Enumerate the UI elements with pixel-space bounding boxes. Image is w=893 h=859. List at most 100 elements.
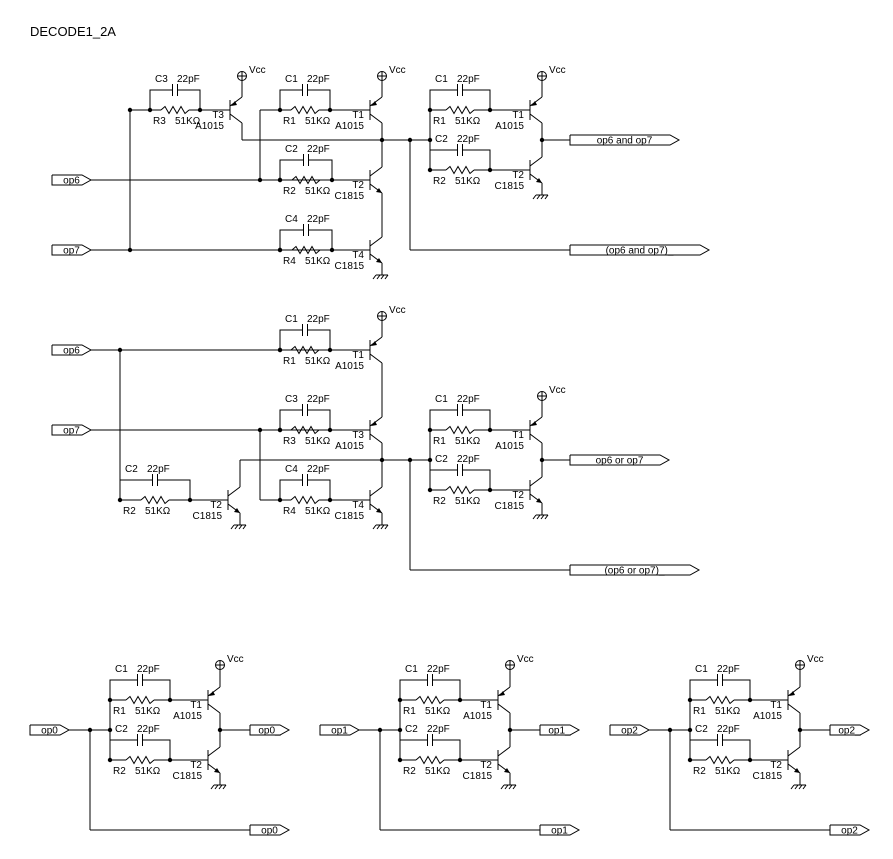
port-label: op0 <box>261 826 278 837</box>
transistor-label: T1 <box>190 700 202 711</box>
capacitor-value: 22pF <box>427 724 450 735</box>
output-port-and-n: (op6 and op7)_ <box>569 244 711 257</box>
capacitor <box>435 404 485 416</box>
emitter-arrow <box>531 421 537 426</box>
transistor-label: T1 <box>352 350 364 361</box>
capacitor-label: C2 <box>695 724 708 735</box>
resistor <box>110 755 170 765</box>
transistor-emitter <box>497 686 511 697</box>
transistor-label: T4 <box>352 250 364 261</box>
port-label: op6 <box>63 176 80 187</box>
emitter-arrow <box>376 188 382 193</box>
ground-or-inv-t2 <box>532 503 549 520</box>
transistor-part: C1815 <box>335 191 365 202</box>
wire <box>279 479 285 500</box>
capacitor-label: C4 <box>285 464 298 475</box>
resistor-zigzag <box>705 695 735 705</box>
port-outline <box>51 244 93 256</box>
resistor <box>400 695 460 705</box>
ground-hatch <box>214 784 219 790</box>
transistor-label: T2 <box>190 760 202 771</box>
vcc-label: Vcc <box>549 65 566 76</box>
transistor-label: T3 <box>212 110 224 121</box>
vcc-op2: Vcc <box>795 654 824 670</box>
capacitor <box>285 154 327 166</box>
input-port-op0: op0 <box>29 724 71 737</box>
junction-dot <box>427 487 433 493</box>
resistor-label: R2 <box>123 506 136 517</box>
vcc-label: Vcc <box>549 385 566 396</box>
ground-hatch <box>544 514 549 520</box>
transistor-label: T3 <box>352 430 364 441</box>
wire <box>485 469 491 490</box>
transistor-label: T1 <box>512 430 524 441</box>
vcc-op1: Vcc <box>505 654 534 670</box>
transistor-label: T2 <box>512 490 524 501</box>
resistor-label: R2 <box>433 496 446 507</box>
resistor-label: R1 <box>113 706 126 717</box>
port-outline <box>569 564 701 576</box>
transistor-collector <box>529 113 543 124</box>
resistor <box>280 245 332 255</box>
resistor-zigzag <box>445 105 475 115</box>
capacitor <box>285 404 325 416</box>
ground-hatch <box>230 524 235 530</box>
wire <box>429 409 435 430</box>
junction-dot <box>427 107 433 113</box>
resistor-zigzag <box>445 165 475 175</box>
capacitor <box>115 674 165 686</box>
transistor-label: T2 <box>770 760 782 771</box>
wire <box>165 739 171 760</box>
resistor <box>430 485 490 495</box>
wire <box>165 679 171 700</box>
resistor-zigzag <box>290 105 320 115</box>
wire <box>109 679 115 700</box>
port-outline <box>249 824 291 836</box>
vcc-inv-t1: Vcc <box>537 65 566 81</box>
port-label: op6 or op7 <box>596 456 644 467</box>
emitter-arrow <box>371 101 377 106</box>
input-port-op1: op1 <box>319 724 361 737</box>
resistor-value: 51KΩ <box>175 116 201 127</box>
emitter-arrow <box>209 691 215 696</box>
ground-hatch <box>384 524 389 530</box>
junction-dot <box>687 697 693 703</box>
ground-hatch <box>380 524 385 530</box>
ground-hatch <box>540 514 545 520</box>
wire <box>109 739 115 760</box>
wire <box>195 89 201 110</box>
port-outline <box>829 724 871 736</box>
wire <box>119 479 125 500</box>
port-label: op0_ <box>258 726 281 737</box>
capacitor <box>405 674 455 686</box>
capacitor-value: 22pF <box>307 464 330 475</box>
ground-hatch <box>802 784 807 790</box>
wire <box>279 159 285 180</box>
ground-hatch <box>372 524 377 530</box>
capacitor-value: 22pF <box>177 74 200 85</box>
capacitor-value: 22pF <box>457 74 480 85</box>
wire <box>327 159 333 180</box>
emitter-arrow <box>231 101 237 106</box>
vcc-label: Vcc <box>807 654 824 665</box>
port-label: op1 <box>331 726 348 737</box>
wire <box>325 89 331 110</box>
ground-hatch <box>790 784 795 790</box>
ground-hatch <box>372 274 377 280</box>
resistor-value: 51KΩ <box>145 506 171 517</box>
resistor <box>400 755 460 765</box>
emitter-arrow <box>536 498 542 503</box>
port-outline <box>609 724 651 736</box>
ground-hatch <box>508 784 513 790</box>
